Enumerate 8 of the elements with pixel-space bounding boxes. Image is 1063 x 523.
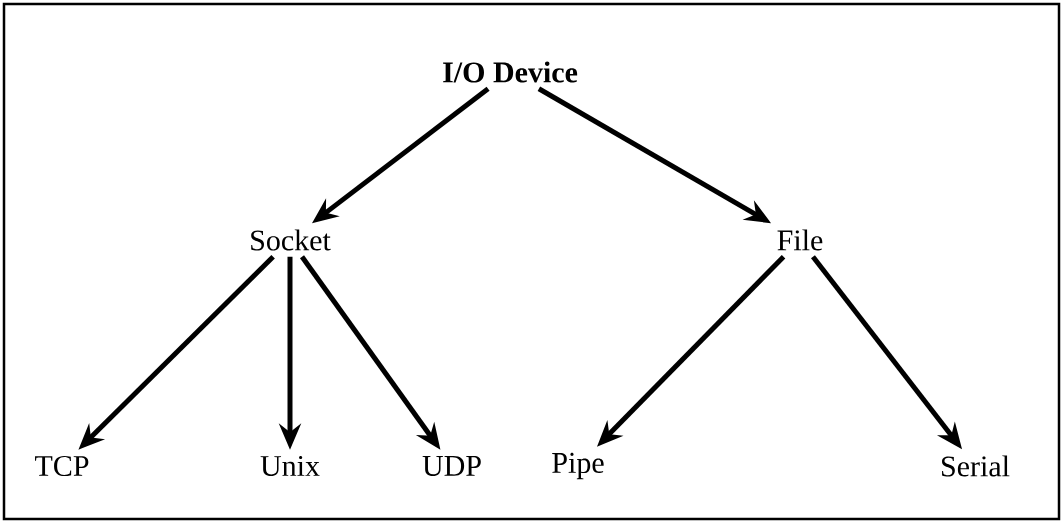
node-label: UDP xyxy=(422,456,481,476)
node-label: Pipe xyxy=(552,452,604,480)
node-label: Unix xyxy=(260,455,320,477)
node-label: Socket xyxy=(251,229,331,251)
node-label: Serial xyxy=(942,455,1010,477)
node-label: File xyxy=(777,229,823,251)
node-label: TCP xyxy=(35,455,89,477)
heading-text: I/O Device xyxy=(443,61,578,83)
